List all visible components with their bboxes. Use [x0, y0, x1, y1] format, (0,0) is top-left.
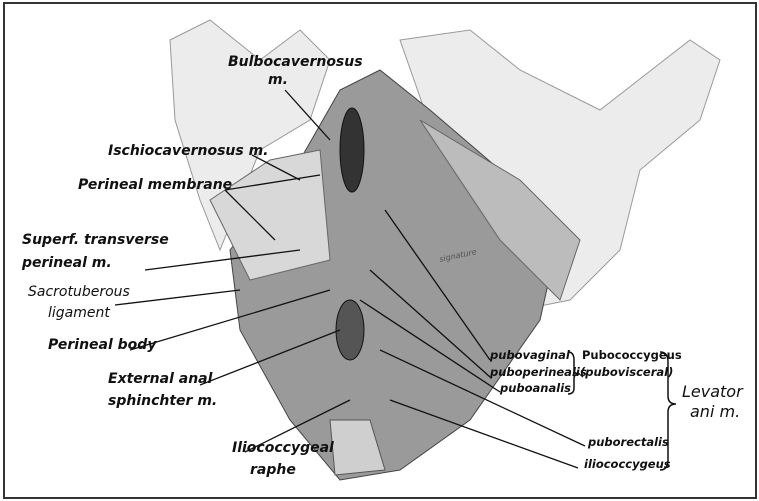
vaginal-opening	[339, 107, 365, 193]
label-ischiocavernosus: Ischiocavernosus m.	[108, 143, 269, 159]
label-ligament: ligament	[48, 305, 110, 321]
label-puboperinealis: puboperinealis	[490, 365, 587, 379]
label-bulbocavernosus: Bulbocavernosus	[228, 54, 363, 70]
label-puborectalis: puborectalis	[588, 435, 669, 449]
label-superf-perineal: perineal m.	[22, 255, 112, 271]
label-bulbocavernosus-m: m.	[268, 72, 288, 88]
label-sacrotuberous: Sacrotuberous	[28, 284, 130, 300]
ischial-area	[419, 119, 581, 301]
label-iliococcygeal: Iliococcygeal	[232, 440, 334, 456]
label-perineal-body: Perineal body	[48, 337, 157, 353]
label-levator: Levator	[682, 382, 743, 401]
label-puboanalis: puboanalis	[500, 381, 571, 395]
label-external-anal: External anal	[108, 371, 213, 387]
perineal-membrane	[209, 149, 331, 281]
label-raphe: raphe	[250, 462, 296, 478]
label-pubovisceral: (pubovisceral)	[580, 365, 674, 379]
leader-lines	[114, 89, 586, 469]
anal-opening	[335, 299, 365, 361]
label-superf-transverse: Superf. transverse	[22, 232, 169, 248]
label-perineal-membrane: Perineal membrane	[78, 177, 233, 193]
label-sphincter: sphinchter m.	[108, 393, 218, 409]
figure-frame	[3, 2, 757, 499]
braces	[567, 351, 677, 471]
coccyx	[329, 419, 386, 476]
label-pubococcygeus: Pubococcygeus	[582, 348, 682, 362]
label-iliococcygeus: iliococcygeus	[584, 457, 671, 471]
label-ani-m: ani m.	[690, 402, 741, 421]
label-pubovaginal: pubovaginal	[490, 348, 570, 362]
pelvic-bone-left	[169, 19, 331, 252]
